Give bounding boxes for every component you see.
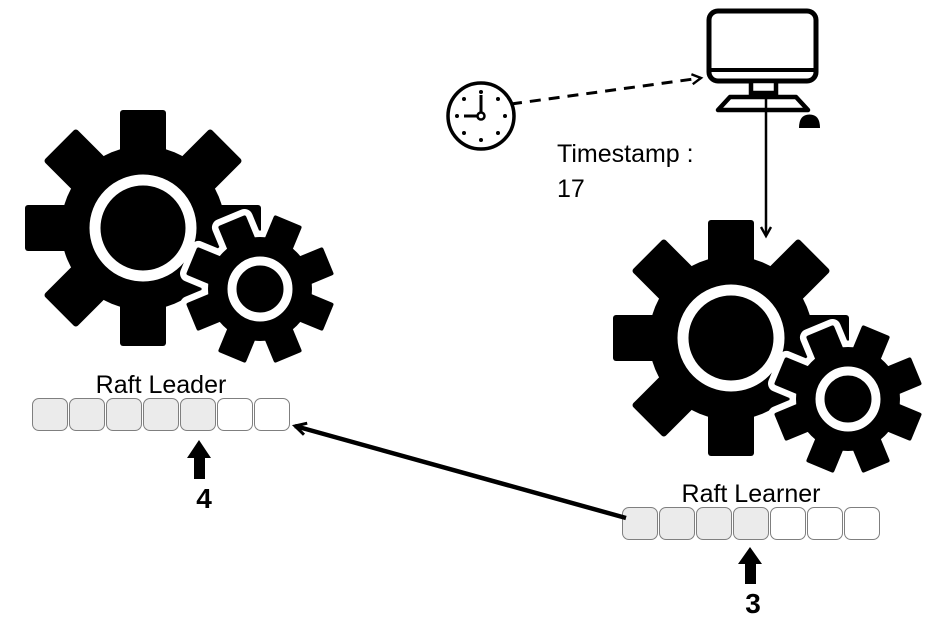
log-cell [733, 507, 769, 540]
log-cell [106, 398, 142, 431]
timestamp-value: 17 [557, 175, 585, 203]
learner-pointer-value: 3 [745, 588, 761, 619]
replicate-arrow-learner-to-leader [291, 421, 627, 521]
log-cell [254, 398, 290, 431]
dashed-arrow-clock-to-computer [510, 73, 704, 106]
leader-pointer-value: 4 [196, 483, 212, 514]
learner-label: Raft Learner [681, 480, 821, 508]
log-cell [69, 398, 105, 431]
log-cell [180, 398, 216, 431]
computer-icon [706, 8, 820, 128]
leader-label: Raft Leader [95, 371, 227, 399]
log-cell [696, 507, 732, 540]
learner-pointer-arrow [738, 547, 762, 584]
log-cell [143, 398, 179, 431]
log-cell [770, 507, 806, 540]
log-cell [32, 398, 68, 431]
learner-log [622, 507, 880, 540]
log-cell [217, 398, 253, 431]
timestamp-label: Timestamp : [557, 140, 694, 168]
log-cell [659, 507, 695, 540]
log-cell [622, 507, 658, 540]
gears-icon [606, 206, 936, 476]
gears-icon [18, 96, 348, 366]
log-cell [844, 507, 880, 540]
leader-log [32, 398, 290, 431]
leader-pointer-arrow [187, 440, 211, 479]
clock-icon [446, 81, 516, 151]
log-cell [807, 507, 843, 540]
